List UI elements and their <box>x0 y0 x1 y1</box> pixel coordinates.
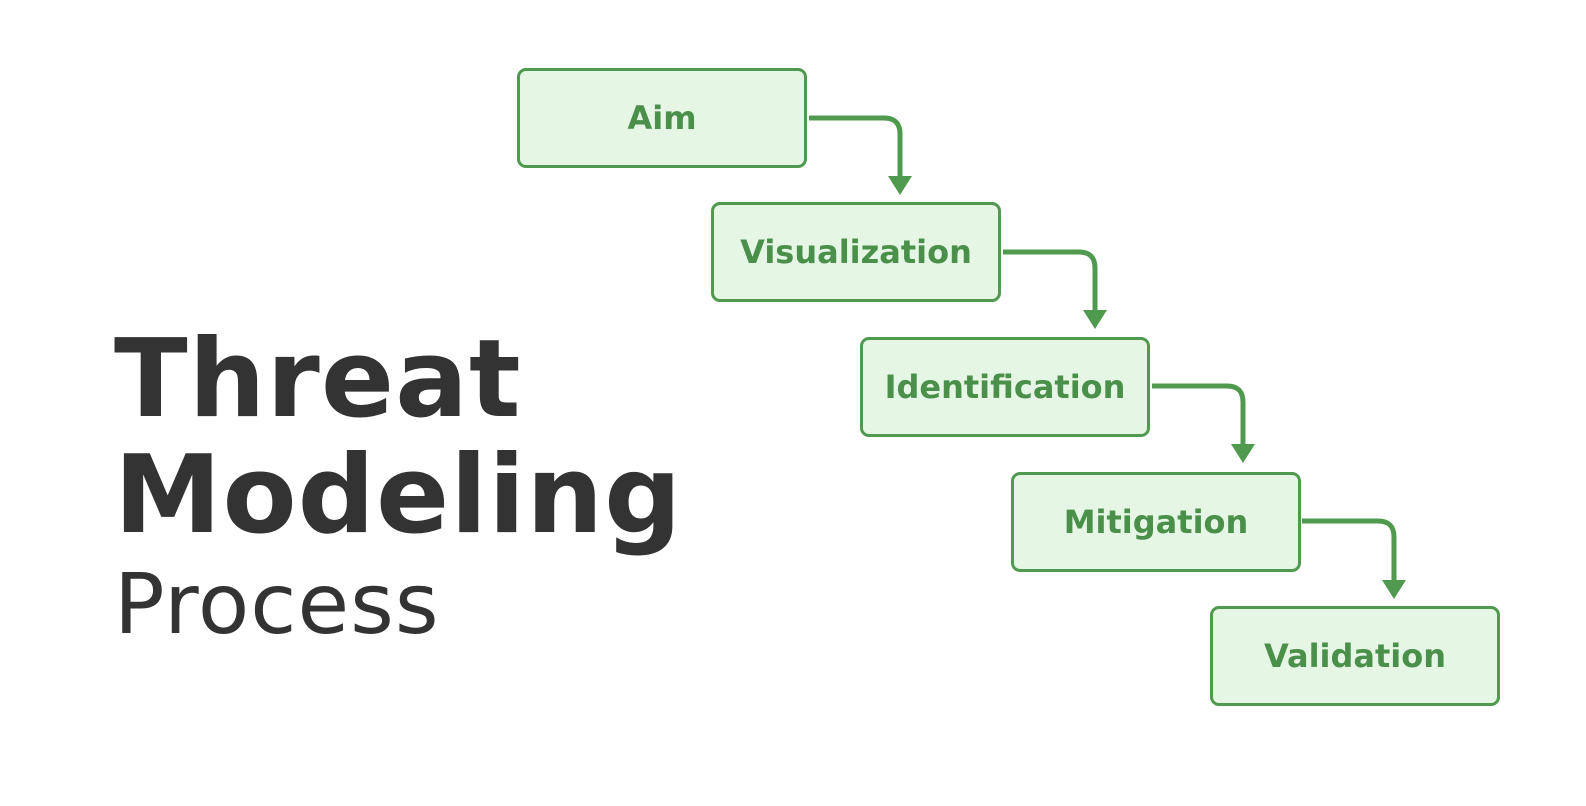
diagram-title: Threat Modeling Process <box>114 322 682 654</box>
step-label: Aim <box>627 99 697 137</box>
step-label: Identification <box>884 368 1126 406</box>
step-visualization: Visualization <box>711 202 1001 302</box>
step-aim: Aim <box>517 68 807 168</box>
arrowhead-icon <box>1382 580 1406 599</box>
connector-aim-to-visualization <box>809 115 912 195</box>
connector-visualization-to-identification <box>1003 249 1107 329</box>
title-line-1: Threat <box>114 317 522 442</box>
connector-identification-to-mitigation <box>1152 383 1255 463</box>
step-label: Validation <box>1263 637 1447 675</box>
title-line-3: Process <box>114 555 440 653</box>
arrowhead-icon <box>888 176 912 195</box>
connector-mitigation-to-validation <box>1302 518 1406 599</box>
step-validation: Validation <box>1210 606 1500 706</box>
step-mitigation: Mitigation <box>1011 472 1301 572</box>
arrowhead-icon <box>1231 444 1255 463</box>
step-label: Mitigation <box>1063 503 1249 541</box>
step-identification: Identification <box>860 337 1150 437</box>
arrowhead-icon <box>1083 310 1107 329</box>
title-line-2: Modeling <box>114 433 683 558</box>
step-label: Visualization <box>740 233 972 271</box>
